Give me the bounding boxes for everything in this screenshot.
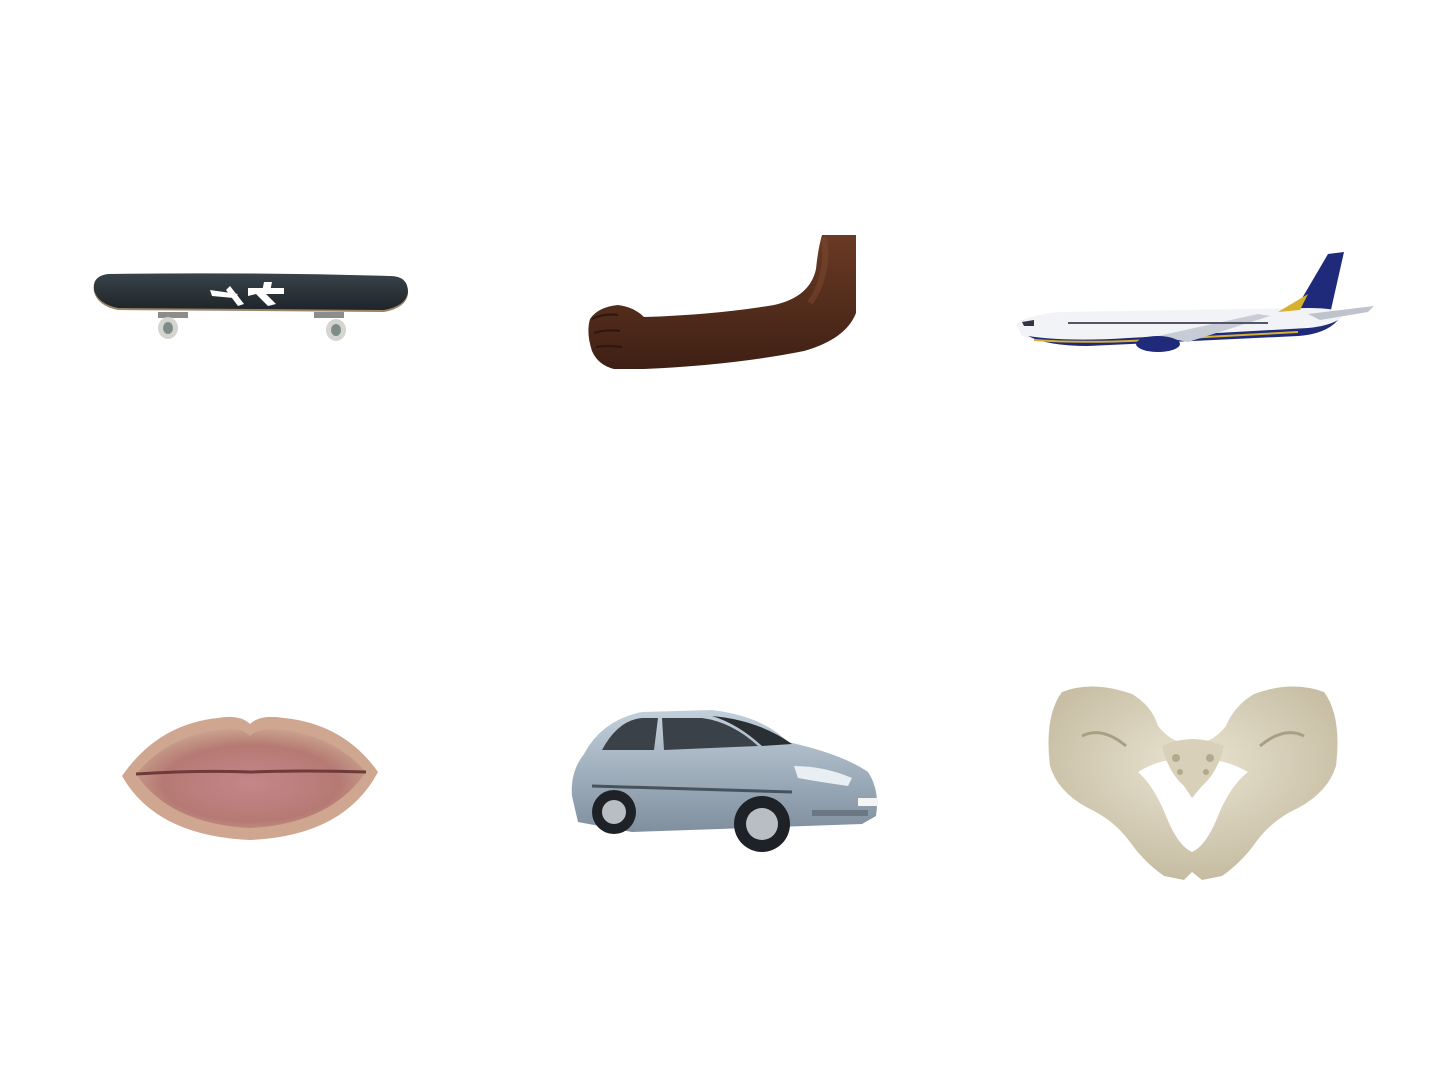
skateboard-image [88,268,414,350]
airplane-image [1008,250,1378,356]
arm-image [584,233,860,373]
pelvis-image [1042,676,1344,882]
car-icon [571,710,878,852]
pelvis-bone-icon [1048,686,1338,880]
car-image [562,706,882,856]
lips-icon [122,716,378,840]
flexed-arm-icon [588,235,856,369]
skateboard-icon [93,273,409,341]
lips-image [118,710,382,846]
airplane-icon [1016,252,1374,352]
